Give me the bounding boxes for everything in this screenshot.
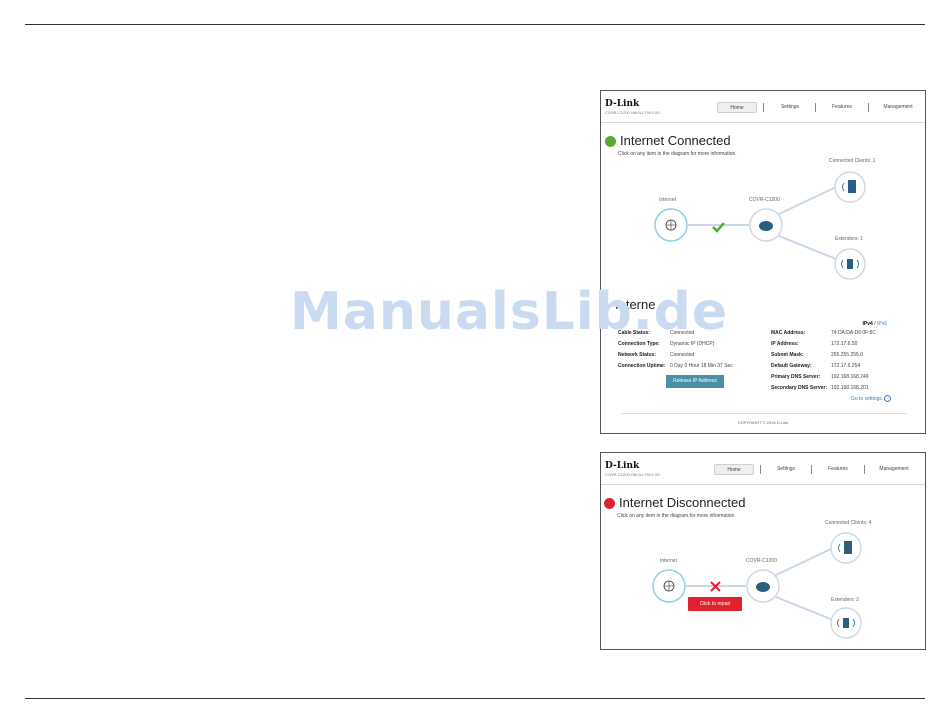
internet-globe-icon <box>654 208 688 242</box>
dlink-logo: D-Link <box>605 99 640 109</box>
nav-separator <box>815 103 816 112</box>
nav-separator <box>864 465 865 474</box>
nav-home[interactable]: Home <box>714 464 754 475</box>
field-default-gateway: Default Gateway:172.17.6.254 <box>771 363 861 369</box>
footer-divider <box>621 413 907 414</box>
extender-icon <box>830 607 862 639</box>
go-to-settings-link[interactable]: Go to settings → <box>851 395 892 402</box>
link-router-clients <box>778 186 837 215</box>
release-ip-button[interactable]: Release IP Address <box>666 375 724 388</box>
nav-separator <box>763 103 764 112</box>
link-router-extender <box>775 596 834 621</box>
extenders-label: Extenders: 1 <box>835 236 864 242</box>
extender-icon <box>834 248 866 280</box>
disconnected-x-icon <box>710 581 721 592</box>
model-info: COVR-C1200 HW:A1 FW:1.00 <box>605 472 660 477</box>
copyright: COPYRIGHT © 2016 D-Link <box>737 420 789 425</box>
field-connection-type: Connection Type:Dynamic IP (DHCP) <box>618 341 715 347</box>
ipv4-tab[interactable]: IPv4 <box>862 321 873 327</box>
ip-version-toggle: IPv4 / IPv6 <box>863 321 887 327</box>
field-subnet-mask: Subnet Mask:255.255.255.0 <box>771 352 863 358</box>
connected-check-icon <box>712 222 725 233</box>
nav-separator <box>811 465 812 474</box>
header-rule <box>25 24 925 25</box>
link-router-extender <box>778 235 837 260</box>
nav-management[interactable]: Management <box>883 104 913 110</box>
field-ip-address: IP Address:172.17.6.50 <box>771 341 858 347</box>
field-secondary-dns: Secondary DNS Server:192.168.168.201 <box>771 385 869 391</box>
internet-label: Internet <box>659 197 676 203</box>
top-nav: D-Link COVR-C1200 HW:A1 FW:1.00 Home Set… <box>601 91 925 123</box>
field-connection-uptime: Connection Uptime:0 Day 0 Hour 18 Min 37… <box>618 363 733 369</box>
top-nav: D-Link COVR-C1200 HW:A1 FW:1.00 Home Set… <box>601 453 925 485</box>
router-label: COVR-C1200 <box>746 558 777 564</box>
nav-settings[interactable]: Settings <box>776 466 796 472</box>
nav-features[interactable]: Features <box>832 104 852 110</box>
screenshot-internet-disconnected: D-Link COVR-C1200 HW:A1 FW:1.00 Home Set… <box>600 452 926 650</box>
clients-label: Connected Clients: 1 <box>829 158 876 164</box>
go-to-settings-label: Go to settings <box>851 395 882 402</box>
footer-rule <box>25 698 925 699</box>
nav-features[interactable]: Features <box>828 466 848 472</box>
clients-label: Connected Clients: 4 <box>825 520 872 526</box>
field-mac-address: MAC Address:74:DA:DA:D6:0F:5C <box>771 330 877 336</box>
extenders-label: Extenders: 2 <box>831 597 860 603</box>
router-icon <box>746 569 780 603</box>
status-dot-red <box>604 498 615 509</box>
field-cable-status: Cable Status:Connected <box>618 330 695 336</box>
field-primary-dns: Primary DNS Server:192.168.168.249 <box>771 374 869 380</box>
internet-status: Internet Connected <box>620 133 731 148</box>
diagram-hint: Click on any item in the diagram for mor… <box>618 151 737 157</box>
status-dot-green <box>605 136 616 147</box>
nav-management[interactable]: Management <box>879 466 909 472</box>
diagram-hint: Click on any item in the diagram for mor… <box>617 513 736 519</box>
dlink-logo: D-Link <box>605 461 640 471</box>
nav-settings[interactable]: Settings <box>780 104 800 110</box>
ipv6-tab[interactable]: IPv6 <box>876 321 887 327</box>
internet-label: Internet <box>660 558 677 564</box>
connected-clients-icon <box>834 171 866 203</box>
connected-clients-icon <box>830 532 862 564</box>
arrow-right-icon: → <box>884 395 892 402</box>
router-icon <box>749 208 783 242</box>
internet-status: Internet Disconnected <box>619 495 746 510</box>
nav-separator <box>868 103 869 112</box>
click-to-repair-button[interactable]: Click to repair <box>688 597 742 611</box>
nav-separator <box>760 465 761 474</box>
watermark: ManualsLib.de <box>290 282 729 342</box>
network-diagram: Internet COVR-C1200 Connected Clients: 4… <box>601 453 925 649</box>
internet-globe-icon <box>652 569 686 603</box>
router-label: COVR-C1200 <box>749 197 780 203</box>
field-network-status: Network Status:Connected <box>618 352 695 358</box>
network-diagram: Internet COVR-C1200 Connected Clients: 1… <box>601 91 925 291</box>
internet-panel-title: Interne <box>615 297 656 312</box>
screenshot-internet-connected: D-Link COVR-C1200 HW:A1 FW:1.00 Home Set… <box>600 90 926 434</box>
link-router-clients <box>775 547 834 576</box>
nav-home[interactable]: Home <box>717 102 757 113</box>
ip-separator: / <box>874 321 876 327</box>
model-info: COVR-C1200 HW:A1 FW:1.00 <box>605 110 660 115</box>
